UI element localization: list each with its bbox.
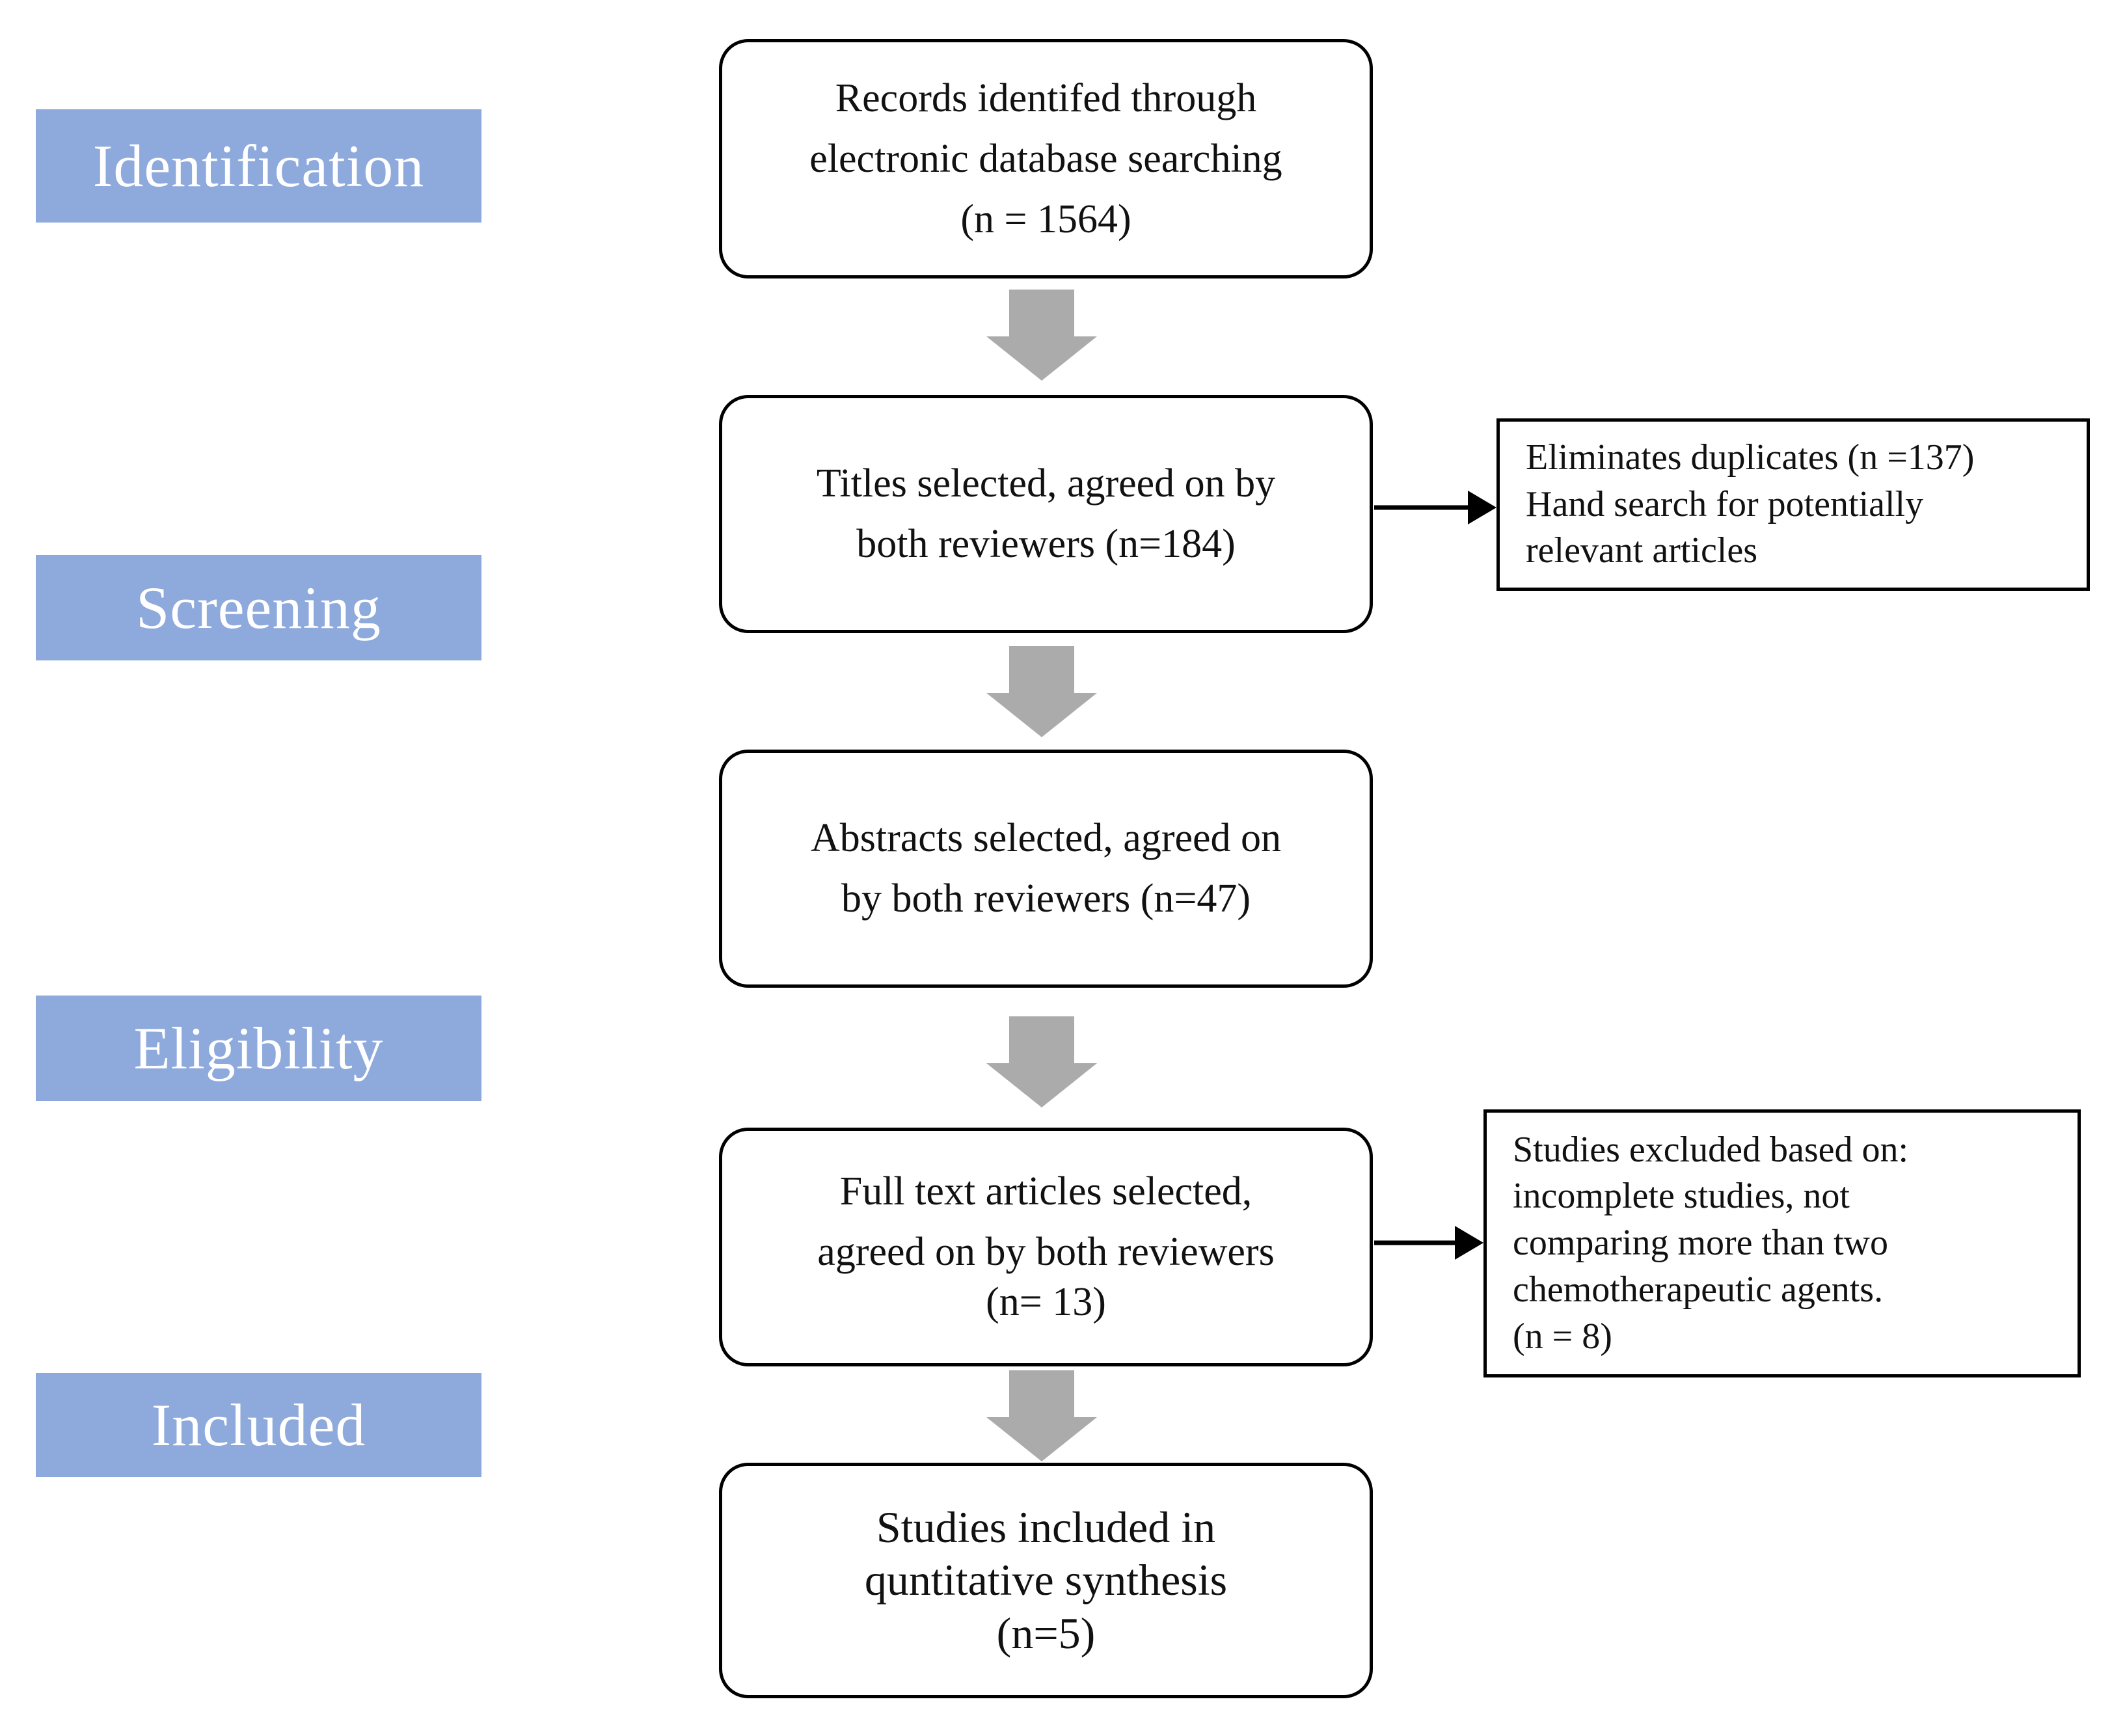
- box-text-line: quntitative synthesis: [864, 1555, 1228, 1605]
- right-arrow-icon: [1374, 1223, 1485, 1262]
- down-arrow-icon: [986, 646, 1097, 737]
- stage-label-text: Screening: [136, 575, 381, 641]
- box-text-line: comparing more than two: [1513, 1223, 1888, 1264]
- box-text-line: Hand search for potentially: [1526, 483, 1924, 524]
- flow-box-studies-included: Studies included in quntitative synthesi…: [719, 1463, 1373, 1698]
- box-text-line: (n = 8): [1513, 1316, 1612, 1357]
- down-arrow-icon: [986, 1016, 1097, 1107]
- right-arrow-icon: [1374, 488, 1498, 527]
- box-text-line: (n= 13): [986, 1280, 1106, 1324]
- box-text-line: Studies excluded based on:: [1513, 1129, 1909, 1170]
- side-box-studies-excluded: Studies excluded based on: incomplete st…: [1483, 1109, 2081, 1377]
- box-text-line: Abstracts selected, agreed on: [810, 816, 1282, 860]
- stage-label-text: Eligibility: [133, 1015, 384, 1081]
- box-text-line: electronic database searching: [809, 136, 1282, 181]
- stage-label-included: Included: [36, 1373, 481, 1477]
- box-text-line: Full text articles selected,: [839, 1169, 1252, 1214]
- box-text-line: chemotherapeutic agents.: [1513, 1269, 1884, 1310]
- box-text-line: both reviewers (n=184): [856, 522, 1236, 566]
- down-arrow-icon: [986, 1370, 1097, 1461]
- stage-label-text: Included: [151, 1392, 366, 1458]
- side-box-duplicates-excluded: Eliminates duplicates (n =137) Hand sear…: [1496, 418, 2090, 591]
- box-text-line: Eliminates duplicates (n =137): [1526, 437, 1975, 478]
- flow-box-full-text-selected: Full text articles selected, agreed on b…: [719, 1128, 1373, 1366]
- stage-label-identification: Identification: [36, 109, 481, 223]
- box-text-line: Records identifed through: [835, 75, 1257, 120]
- stage-label-screening: Screening: [36, 555, 481, 660]
- box-text-line: Studies included in: [876, 1502, 1216, 1552]
- box-text-line: Titles selected, agreed on by: [816, 461, 1276, 506]
- down-arrow-icon: [986, 290, 1097, 381]
- stage-label-eligibility: Eligibility: [36, 996, 481, 1101]
- flow-box-titles-selected: Titles selected, agreed on by both revie…: [719, 395, 1373, 633]
- stage-label-text: Identification: [92, 133, 425, 199]
- box-text-line: relevant articles: [1526, 530, 1758, 571]
- box-text-line: (n = 1564): [960, 197, 1131, 241]
- box-text-line: agreed on by both reviewers: [817, 1230, 1275, 1274]
- box-text-line: by both reviewers (n=47): [841, 876, 1251, 921]
- flow-box-records-identified: Records identifed through electronic dat…: [719, 39, 1373, 278]
- flow-box-abstracts-selected: Abstracts selected, agreed on by both re…: [719, 750, 1373, 988]
- box-text-line: (n=5): [996, 1608, 1096, 1658]
- box-text-line: incomplete studies, not: [1513, 1176, 1850, 1217]
